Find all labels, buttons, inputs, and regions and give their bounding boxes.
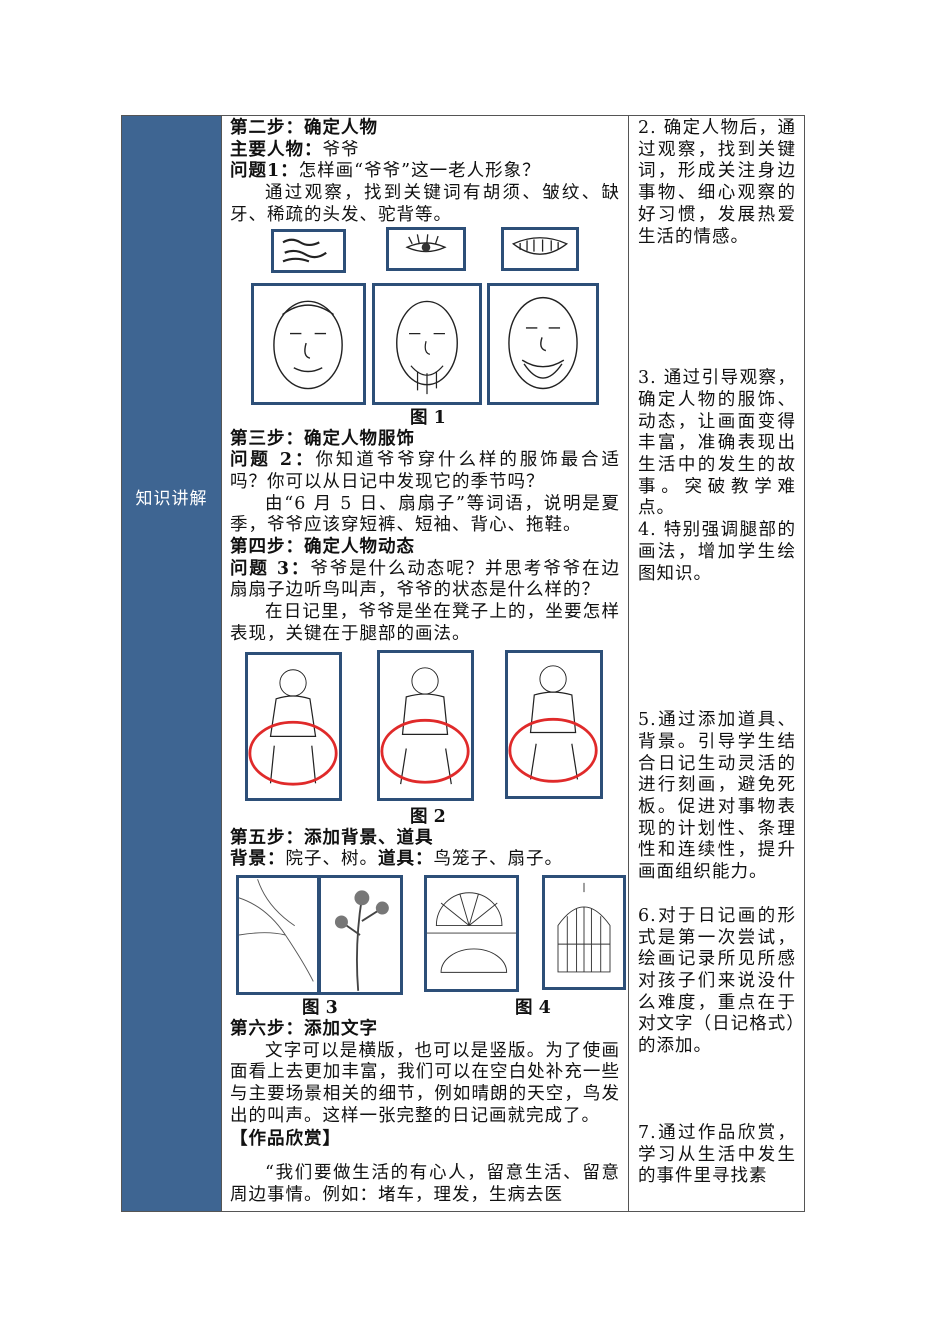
step6-block: 第六步：添加文字 文字可以是横版，也可以是竖版。为了使画面看上去更加丰富，我们可… <box>230 1019 620 1207</box>
q2-answer: 由“6 月 5 日、扇扇子”等词语，说明是夏季，爷爷应该穿短裤、短袖、背心、拖鞋… <box>230 493 620 536</box>
figure-1-faces-row <box>230 282 620 407</box>
appreciation-text: “我们要做生活的有心人，留意生活、留意周边事情。例如：堵车，理发，生病去医 <box>230 1163 620 1205</box>
step5-block: 第五步：添加背景、道具 背景：院子、树。道具：鸟笼子、扇子。 <box>230 828 620 871</box>
section-label-cell: 知识讲解 <box>122 116 222 1211</box>
background-props: 背景：院子、树。道具：鸟笼子、扇子。 <box>230 849 620 871</box>
birdcage-image <box>542 874 626 990</box>
sitting-pose-2-image <box>377 649 474 801</box>
question-2: 问题 2：你知道爷爷穿什么样的服饰最合适吗？你可以从日记中发现它的季节吗？ <box>230 450 620 493</box>
main-character-value: 爷爷 <box>322 139 360 160</box>
figure-3-4-row <box>230 874 626 997</box>
section-label: 知识讲解 <box>135 489 208 509</box>
props-value: 鸟笼子、扇子。 <box>433 849 563 870</box>
grandpa-face-2-image <box>372 282 482 405</box>
figure-1-caption-line: 图 1 <box>230 407 620 429</box>
steps-3-4-block: 第三步：确定人物服饰 问题 2：你知道爷爷穿什么样的服饰最合适吗？你可以从日记中… <box>230 429 620 646</box>
q3-label: 问题 3： <box>230 558 311 579</box>
step6-title: 第六步：添加文字 <box>230 1018 378 1039</box>
teeth-detail-image <box>501 226 579 271</box>
step2-title: 第二步：确定人物 <box>230 118 378 138</box>
notes-cell: 2. 确定人物后，通过观察，找到关键词，形成关注身边事物、细心观察的好习惯，发展… <box>629 116 804 1211</box>
figure-3-caption: 图 3 <box>302 997 338 1018</box>
question-1: 问题1：怎样画“爷爷”这一老人形象？ <box>230 161 620 183</box>
background-value: 院子、树。 <box>285 849 378 870</box>
note-5: 5.通过添加道具、背景。引导学生结合日记生动灵活的进行刻画，避免死板。促进对事物… <box>638 710 796 883</box>
q3-text: 爷爷是什么动态呢？并思考爷爷在边扇扇子边听鸟叫声，爷爷的状态是什么样的？ <box>230 558 620 601</box>
note-6: 6.对于日记画的形式是第一次尝试，绘画记录所见所感对孩子们来说没什么难度，重点在… <box>638 905 796 1057</box>
step3-title: 第三步：确定人物服饰 <box>230 428 415 449</box>
question-3: 问题 3：爷爷是什么动态呢？并思考爷爷在边扇扇子边听鸟叫声，爷爷的状态是什么样的… <box>230 559 620 602</box>
fan-image <box>424 874 519 992</box>
sitting-pose-1-image <box>245 651 342 801</box>
q1-answer: 通过观察，找到关键词有胡须、皱纹、缺牙、稀疏的头发、驼背等。 <box>230 183 620 225</box>
figure-2-row <box>230 649 620 806</box>
figure-1-details-row <box>230 226 620 283</box>
yard-branch-image <box>236 874 320 995</box>
note-4: 4. 特别强调腿部的画法，增加学生绘图知识。 <box>638 520 796 584</box>
eye-detail-image <box>386 226 466 271</box>
appreciation-title: 【作品欣赏】 <box>230 1129 341 1150</box>
props-label: 道具： <box>378 849 434 870</box>
tree-image <box>318 874 403 995</box>
q1-label: 问题1： <box>230 161 299 182</box>
q1-text: 怎样画“爷爷”这一老人形象？ <box>298 161 541 182</box>
figure-2-caption: 图 2 <box>410 806 446 827</box>
step4-title: 第四步：确定人物动态 <box>230 537 415 558</box>
figure-4-caption: 图 4 <box>515 997 551 1018</box>
background-label: 背景： <box>230 849 286 870</box>
figure-2-caption-line: 图 2 <box>230 806 620 828</box>
main-character-label: 主要人物： <box>230 139 323 160</box>
step6-text: 文字可以是横版，也可以是竖版。为了使画面看上去更加丰富，我们可以在空白处补充一些… <box>230 1040 620 1126</box>
wrinkle-detail-image <box>271 228 346 273</box>
content-cell: 第二步：确定人物 主要人物：爷爷 问题1：怎样画“爷爷”这一老人形象？ 通过观察… <box>222 116 629 1211</box>
note-7: 7.通过作品欣赏，学习从生活中发生的事件里寻找素 <box>638 1122 796 1187</box>
note-3: 3. 通过引导观察，确定人物的服饰、动态，让画面变得丰富，准确表现出生活中的发生… <box>638 368 796 519</box>
main-character: 主要人物：爷爷 <box>230 140 620 162</box>
grandpa-face-3-image <box>487 282 599 405</box>
sitting-pose-3-image <box>505 649 603 799</box>
q2-text: 你知道爷爷穿什么样的服饰最合适吗？你可以从日记中发现它的季节吗？ <box>230 450 620 492</box>
figure-1-caption: 图 1 <box>410 407 446 428</box>
q3-answer: 在日记里，爷爷是坐在凳子上的，坐要怎样表现，关键在于腿部的画法。 <box>230 602 620 644</box>
step5-title: 第五步：添加背景、道具 <box>230 827 434 848</box>
lesson-table: 知识讲解 第二步：确定人物 主要人物：爷爷 问题1：怎样画“爷爷”这一老人形象？… <box>121 115 805 1212</box>
note-2: 2. 确定人物后，通过观察，找到关键词，形成关注身边事物、细心观察的好习惯，发展… <box>638 118 796 247</box>
step2-block: 第二步：确定人物 主要人物：爷爷 问题1：怎样画“爷爷”这一老人形象？ 通过观察… <box>230 118 620 227</box>
figure-3-4-caption-line: 图 3 图 4 <box>230 997 620 1019</box>
grandpa-face-1-image <box>251 282 366 405</box>
q2-label: 问题 2： <box>230 450 316 471</box>
